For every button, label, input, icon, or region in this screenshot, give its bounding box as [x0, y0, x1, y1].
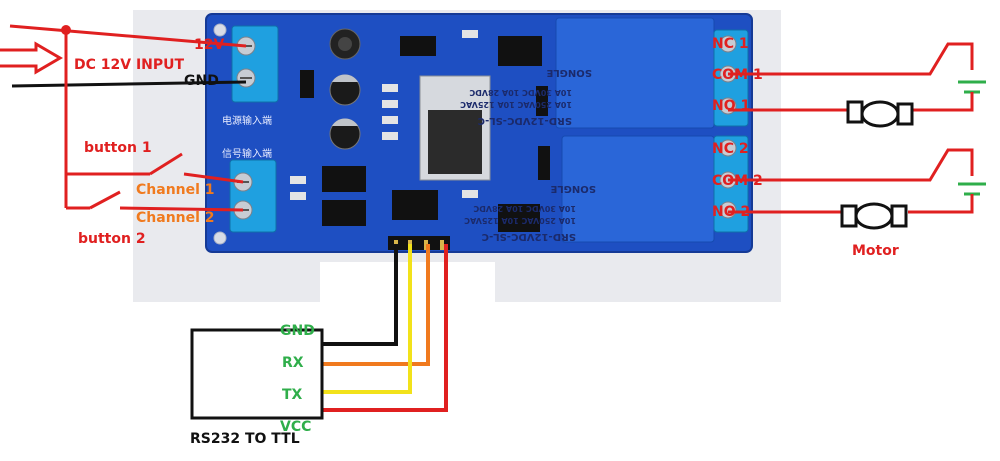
label-ttl-gnd: GND: [280, 323, 315, 339]
wire-button2-b: [119, 206, 244, 212]
components: [290, 28, 550, 232]
output-circuit-2: [728, 148, 986, 214]
motor-1-icon: [846, 100, 914, 128]
relay-2-model: SRD-12VDC-SL-C: [482, 231, 576, 242]
wire-ttl-vcc: [322, 244, 448, 412]
relay-1-model: SRD-12VDC-SL-C: [478, 115, 572, 126]
wire-button1-b: [183, 172, 244, 184]
relay-1-rating-2: 10A 30VDC 10A 28VDC: [469, 88, 572, 97]
button1-switch: [149, 152, 183, 176]
label-channel-1: Channel 1: [136, 182, 215, 198]
label-no1: NO 1: [712, 98, 751, 114]
label-dc-input: DC 12V INPUT: [74, 57, 185, 73]
label-channel-2: Channel 2: [136, 210, 215, 226]
relay-1-rating-1: 10A 250VAC 10A 125VAC: [460, 100, 572, 109]
motor-2-icon: [840, 202, 908, 230]
label-nc1: NC 1: [712, 36, 749, 52]
wire-gnd: [11, 80, 247, 88]
relay-2-brand: SONGLE: [550, 183, 596, 194]
signal-terminal-block: [229, 159, 277, 233]
output-circuit-1: [728, 42, 986, 112]
label-module: RS232 TO TTL: [190, 431, 300, 447]
relay-2-rating-1: 10A 250VAC 10A 125VAC: [464, 216, 576, 225]
label-com2: COM 2: [712, 173, 763, 189]
power-terminal-block: [231, 25, 279, 103]
wire-ttl-tx: [322, 244, 412, 394]
label-ttl-rx: RX: [282, 355, 304, 371]
label-com1: COM 1: [712, 67, 763, 83]
wire-ttl-rx: [322, 244, 430, 366]
label-nc2: NC 2: [712, 141, 749, 157]
wire-ttl-gnd: [322, 244, 398, 346]
power-input-cn-label: 电源输入端: [222, 114, 272, 127]
relay-board: 电源输入端 信号输入端: [205, 13, 753, 253]
wire-12v: [9, 24, 247, 48]
label-motor: Motor: [852, 243, 899, 259]
label-12v: 12V: [194, 37, 225, 53]
label-button-2: button 2: [78, 231, 146, 247]
relay-1: SRD-12VDC-SL-C 10A 250VAC 10A 125VAC 10A…: [460, 17, 715, 129]
button2-switch: [89, 190, 121, 210]
label-gnd-input: GND: [184, 73, 219, 89]
label-ttl-vcc: VCC: [280, 419, 312, 435]
relay-1-brand: SONGLE: [546, 67, 592, 78]
rs232-ttl-module: [190, 328, 324, 420]
label-no2: NO 2: [712, 204, 751, 220]
label-ttl-tx: TX: [282, 387, 303, 403]
relay-2-rating-2: 10A 30VDC 10A 28VDC: [473, 204, 576, 213]
relay-2: SRD-12VDC-SL-C 10A 250VAC 10A 125VAC 10A…: [464, 135, 715, 243]
input-arrow: [0, 41, 63, 75]
signal-input-cn-label: 信号输入端: [222, 147, 272, 160]
label-button-1: button 1: [84, 140, 152, 156]
